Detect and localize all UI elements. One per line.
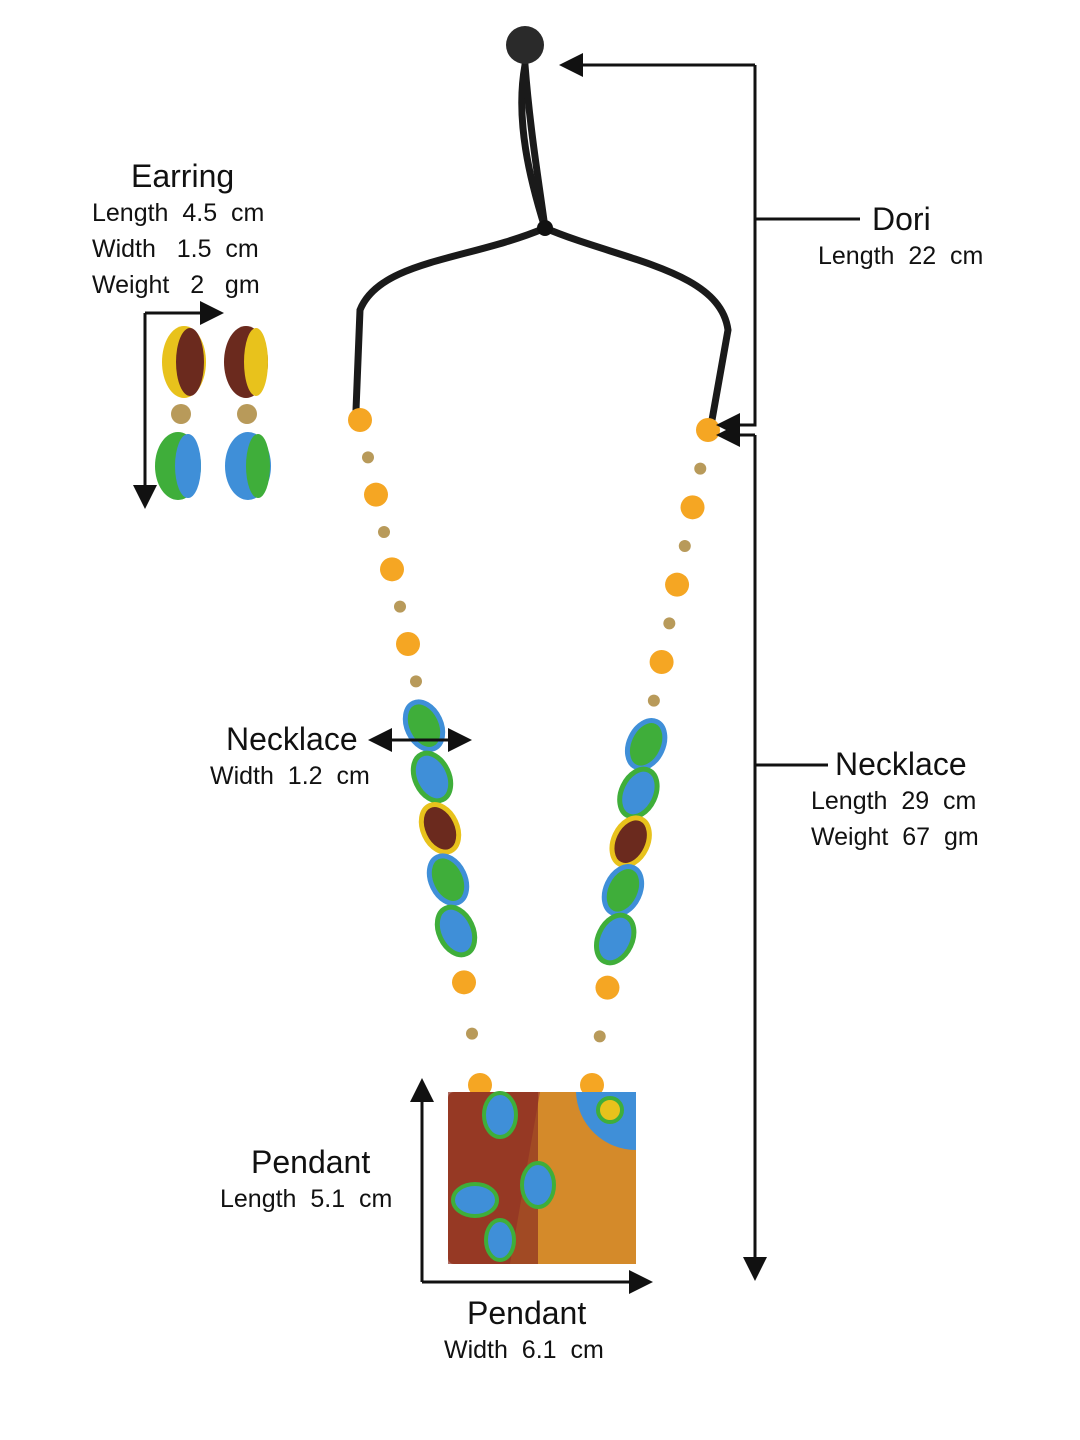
leaf-bead: [418, 802, 462, 855]
gold-bead: [378, 526, 390, 538]
leaf-bead: [434, 904, 478, 958]
gold-bead: [647, 694, 660, 707]
pendant-width-title: Pendant: [467, 1295, 587, 1331]
dimension-lines: [133, 53, 860, 1294]
dori-slider-knot: [537, 220, 553, 236]
pendant-length-value: Length 5.1 cm: [220, 1185, 393, 1213]
gold-bead: [466, 1027, 478, 1040]
necklace-width-value: Width 1.2 cm: [210, 762, 370, 790]
pendant-width-value: Width 6.1 cm: [444, 1336, 604, 1364]
earrings: [155, 326, 271, 500]
orange-bead: [380, 557, 404, 582]
gold-bead: [678, 540, 691, 552]
dori-length: Length 22 cm: [818, 242, 984, 270]
gold-bead: [410, 675, 422, 688]
bead-strands: [348, 408, 720, 1097]
leaf-bead: [624, 718, 668, 771]
necklace-width-title: Necklace: [226, 721, 358, 757]
pendant: [448, 1091, 636, 1264]
earring-length: Length 4.5 cm: [92, 199, 265, 227]
pendant-length-title: Pendant: [251, 1144, 371, 1180]
leaf-bead: [402, 699, 446, 752]
orange-bead: [665, 572, 690, 597]
earring-title: Earring: [131, 158, 235, 194]
orange-bead: [396, 632, 420, 656]
orange-bead: [649, 650, 674, 674]
dori-title: Dori: [872, 201, 931, 237]
orange-bead: [348, 408, 372, 432]
leaf-bead: [426, 853, 470, 906]
gold-bead: [394, 600, 406, 613]
orange-bead: [595, 975, 620, 1000]
gold-bead: [694, 462, 707, 475]
orange-bead: [580, 1073, 604, 1097]
orange-bead: [468, 1073, 492, 1097]
gold-bead: [663, 617, 676, 630]
orange-bead: [696, 418, 720, 442]
necklace-title: Necklace: [835, 746, 967, 782]
gold-bead: [593, 1030, 606, 1043]
orange-bead: [364, 482, 388, 507]
dori-knot-bead: [506, 26, 544, 64]
necklace-length: Length 29 cm: [811, 787, 977, 815]
orange-bead: [452, 970, 476, 995]
orange-bead: [680, 495, 705, 520]
earring-width: Width 1.5 cm: [92, 235, 259, 263]
gold-bead: [362, 451, 374, 464]
leaf-bead: [609, 815, 652, 868]
dori-cord: [352, 61, 732, 424]
leaf-bead: [410, 750, 454, 804]
leaf-bead: [617, 766, 660, 820]
leaf-bead: [601, 864, 645, 917]
leaf-bead: [594, 912, 637, 966]
earring-weight: Weight 2 gm: [92, 271, 260, 299]
necklace-weight: Weight 67 gm: [811, 823, 979, 851]
